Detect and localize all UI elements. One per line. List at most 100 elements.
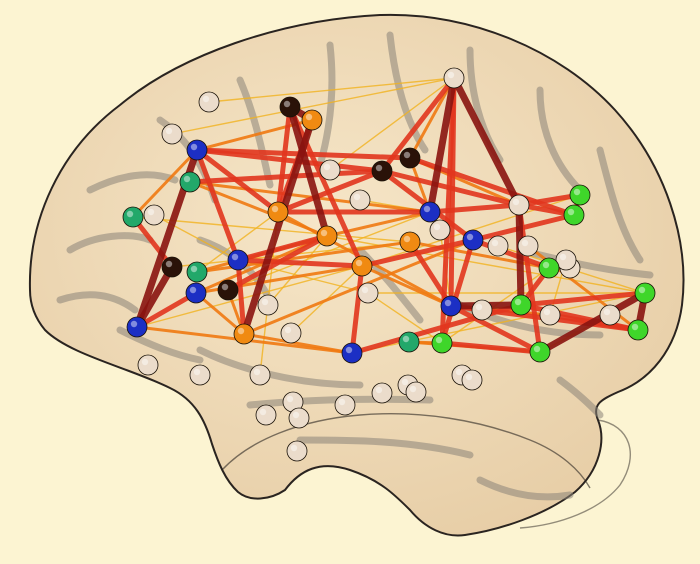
edge-strong-87	[379, 168, 522, 208]
node-ball	[529, 341, 551, 363]
node-beige-52	[189, 364, 211, 386]
node-beige-31	[443, 67, 465, 89]
node-ball	[555, 249, 577, 271]
node-beige-44	[334, 394, 356, 416]
node-ball	[462, 229, 484, 251]
sulcus-line-8	[536, 86, 584, 194]
node-highlight	[286, 395, 294, 403]
node-highlight	[475, 303, 483, 311]
node-beige-60	[429, 219, 451, 241]
node-ball	[429, 219, 451, 241]
node-highlight	[221, 283, 229, 291]
node-highlight	[573, 188, 581, 196]
node-green-11	[510, 294, 532, 316]
node-highlight	[259, 408, 267, 416]
node-ball	[487, 235, 509, 257]
node-ball	[371, 382, 393, 404]
node-highlight	[567, 208, 575, 216]
node-blue-7	[341, 342, 363, 364]
edge-strong-79	[235, 257, 247, 337]
sulcus-line-2	[56, 291, 139, 314]
node-highlight	[512, 198, 520, 206]
edge-strongest-95	[426, 74, 458, 216]
node-ball	[538, 257, 560, 279]
node-ball	[569, 184, 591, 206]
node-highlight	[447, 71, 455, 79]
node-orange-21	[267, 201, 289, 223]
edge-thin-4	[136, 265, 363, 328]
node-teal-17	[179, 171, 201, 193]
edge-strongest-98	[536, 289, 649, 356]
node-ball	[179, 171, 201, 193]
node-ball	[517, 235, 539, 257]
node-ball	[143, 204, 165, 226]
edge-strong-73	[470, 212, 577, 243]
node-beige-53	[257, 294, 279, 316]
node-highlight	[183, 175, 191, 183]
node-beige-38	[357, 282, 379, 304]
node-highlight	[455, 368, 463, 376]
node-highlight	[261, 298, 269, 306]
edge-thin-21	[196, 211, 279, 273]
node-teal-19	[398, 331, 420, 353]
node-green-9	[627, 319, 649, 341]
node-green-14	[563, 204, 585, 226]
node-highlight	[345, 346, 353, 354]
node-black-29	[279, 96, 301, 118]
node-ball	[419, 201, 441, 223]
node-highlight	[542, 261, 550, 269]
cerebellum-outline	[519, 419, 632, 529]
node-ball	[599, 304, 621, 326]
node-ball	[198, 91, 220, 113]
node-highlight	[320, 229, 328, 237]
node-ball	[233, 323, 255, 345]
node-teal-16	[122, 206, 144, 228]
node-ball	[563, 204, 585, 226]
node-highlight	[465, 373, 473, 381]
node-ball	[316, 225, 338, 247]
node-ball	[508, 194, 530, 216]
edge-strong-53	[235, 233, 330, 263]
node-beige-47	[405, 381, 427, 403]
node-blue-5	[462, 229, 484, 251]
node-beige-58	[555, 249, 577, 271]
sulcus-line-14	[296, 436, 474, 459]
node-highlight	[533, 345, 541, 353]
node-orange-24	[351, 255, 373, 277]
node-ball	[431, 332, 453, 354]
node-ball	[301, 109, 323, 131]
node-highlight	[403, 235, 411, 243]
node-highlight	[231, 253, 239, 261]
node-highlight	[190, 143, 198, 151]
node-highlight	[355, 259, 363, 267]
node-green-10	[529, 341, 551, 363]
node-highlight	[361, 286, 369, 294]
node-highlight	[402, 335, 410, 343]
edge-strong-86	[275, 104, 293, 215]
node-beige-55	[471, 299, 493, 321]
edge-thin-6	[367, 292, 443, 344]
node-highlight	[283, 100, 291, 108]
edge-strongest-97	[515, 201, 525, 309]
node-highlight	[130, 320, 138, 328]
sulcus-line-9	[596, 146, 644, 264]
node-beige-56	[487, 235, 509, 257]
sulcus-line-12	[196, 346, 364, 389]
node-ball	[405, 381, 427, 403]
node-beige-51	[137, 354, 159, 376]
node-highlight	[193, 368, 201, 376]
node-highlight	[409, 385, 417, 393]
node-highlight	[638, 286, 646, 294]
node-ball	[288, 407, 310, 429]
node-beige-42	[255, 404, 277, 426]
node-ball	[249, 364, 271, 386]
node-beige-39	[280, 322, 302, 344]
node-beige-33	[161, 123, 183, 145]
node-beige-34	[143, 204, 165, 226]
edge-strong-55	[187, 168, 385, 185]
edge-thin-1	[171, 77, 455, 135]
node-orange-23	[301, 109, 323, 131]
node-ball	[161, 123, 183, 145]
node-black-27	[217, 279, 239, 301]
cerebrum-outline	[28, 13, 685, 537]
